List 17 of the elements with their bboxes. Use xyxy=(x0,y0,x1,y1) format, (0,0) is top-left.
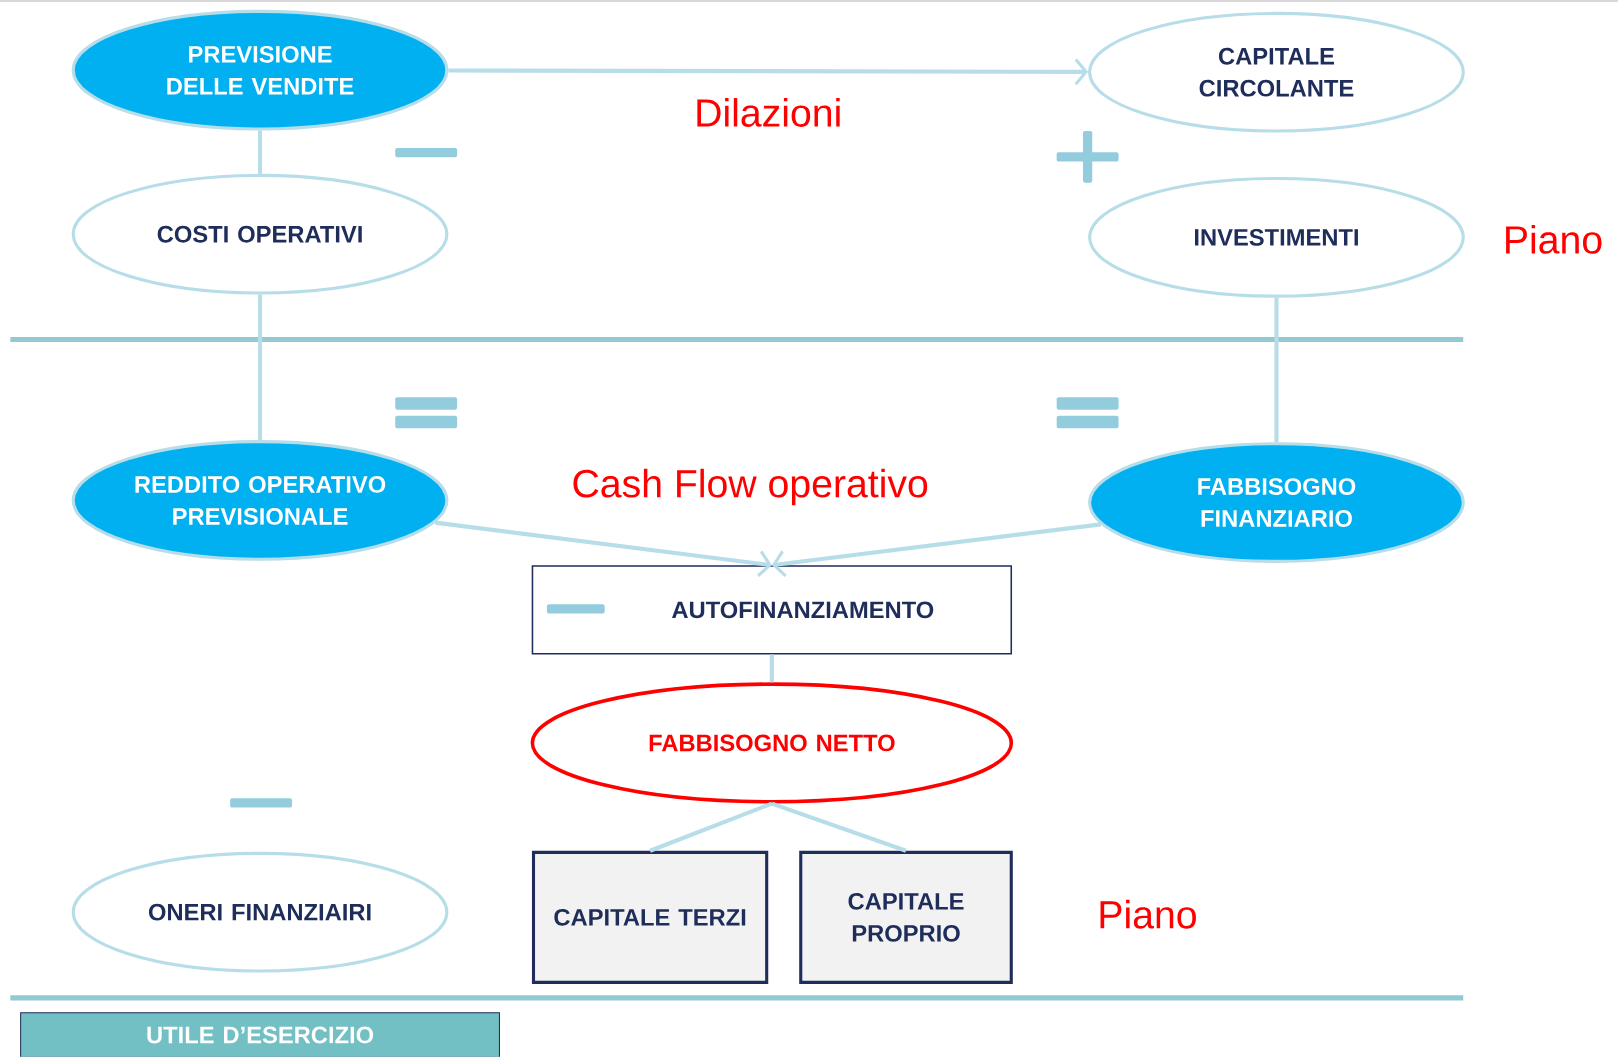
process-box: AUTOFINANZIAMENTO xyxy=(531,565,1013,655)
annotation-text: Cash Flow operativo xyxy=(573,468,928,506)
header-band: UTILE D’ESERCIZIO xyxy=(20,1012,500,1057)
connector xyxy=(257,130,263,175)
connector xyxy=(448,58,1089,86)
connector xyxy=(649,801,773,853)
process-box: CAPITALE PROPRIO xyxy=(799,850,1013,985)
connector xyxy=(434,520,772,578)
connector xyxy=(257,294,263,441)
process-box: CAPITALE TERZI xyxy=(531,850,769,985)
edge-label: Dilazioni xyxy=(697,98,840,128)
connector xyxy=(769,654,774,683)
annotation-text: Piano xyxy=(1100,900,1196,929)
connector xyxy=(1274,297,1279,443)
connector xyxy=(771,522,1102,578)
annotation-text: Piano xyxy=(1506,225,1602,254)
connector xyxy=(771,801,907,853)
